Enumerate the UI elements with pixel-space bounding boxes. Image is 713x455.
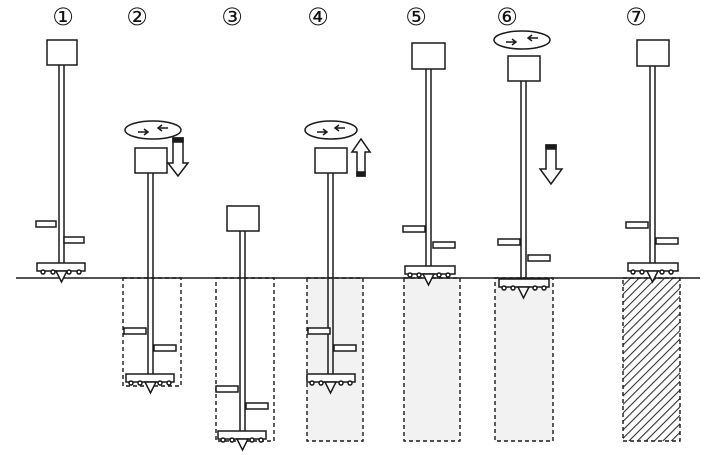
bit-plate bbox=[306, 373, 356, 383]
drill-tip bbox=[421, 273, 436, 287]
column-outline-6 bbox=[494, 277, 554, 442]
rotation-arrows-icon bbox=[304, 120, 358, 140]
rig-step-3 bbox=[215, 205, 269, 452]
column-outlines bbox=[122, 277, 554, 442]
rotation-arrows-icon bbox=[493, 30, 551, 50]
blade bbox=[402, 225, 426, 233]
step-label-7: ⑦ bbox=[625, 3, 647, 31]
blade bbox=[245, 402, 269, 410]
rig-step-2 bbox=[123, 147, 177, 395]
step-label-2: ② bbox=[126, 3, 148, 31]
drill-tip bbox=[645, 270, 660, 284]
drill-tip bbox=[516, 286, 531, 300]
motor-box bbox=[134, 147, 168, 174]
rotation-arrows-icon bbox=[124, 120, 182, 140]
rig-step-7 bbox=[625, 39, 679, 284]
column-outline-5 bbox=[403, 277, 461, 442]
column-outline-4 bbox=[306, 277, 364, 442]
blade bbox=[333, 344, 357, 352]
blade bbox=[123, 327, 147, 335]
blade bbox=[153, 344, 177, 352]
drill-tip bbox=[143, 381, 158, 395]
blade bbox=[625, 221, 649, 229]
motor-box bbox=[226, 205, 260, 232]
blade bbox=[63, 236, 85, 244]
step-label-3: ③ bbox=[221, 3, 243, 31]
rig-step-5 bbox=[402, 42, 456, 287]
bit-plate bbox=[217, 430, 267, 440]
drill-tip bbox=[323, 381, 338, 395]
rig-step-4 bbox=[306, 147, 357, 395]
blade bbox=[655, 237, 679, 245]
step-label-5: ⑤ bbox=[405, 3, 427, 31]
motor-box bbox=[507, 55, 541, 82]
rig-step-1 bbox=[35, 39, 86, 284]
drill-tip bbox=[54, 270, 69, 284]
step-label-4: ④ bbox=[307, 3, 329, 31]
motor-box bbox=[636, 39, 670, 67]
bit-plate bbox=[498, 278, 550, 288]
completed-column-7 bbox=[622, 277, 681, 442]
drill-tip bbox=[235, 438, 250, 452]
step-label-6: ⑥ bbox=[496, 3, 518, 31]
down-arrow-icon bbox=[166, 137, 190, 178]
bit-plate bbox=[125, 373, 175, 383]
motor-box bbox=[314, 147, 348, 174]
blade bbox=[215, 385, 239, 393]
motor-box bbox=[411, 42, 446, 70]
down-arrow-icon bbox=[538, 144, 564, 186]
blade bbox=[432, 241, 456, 249]
motor-box bbox=[46, 39, 78, 66]
rig-step-6 bbox=[497, 55, 551, 300]
up-arrow-icon bbox=[350, 137, 372, 177]
step-label-1: ① bbox=[52, 3, 74, 31]
blade bbox=[307, 327, 331, 335]
blade bbox=[497, 238, 521, 246]
blade bbox=[527, 254, 551, 262]
blade bbox=[35, 220, 57, 228]
